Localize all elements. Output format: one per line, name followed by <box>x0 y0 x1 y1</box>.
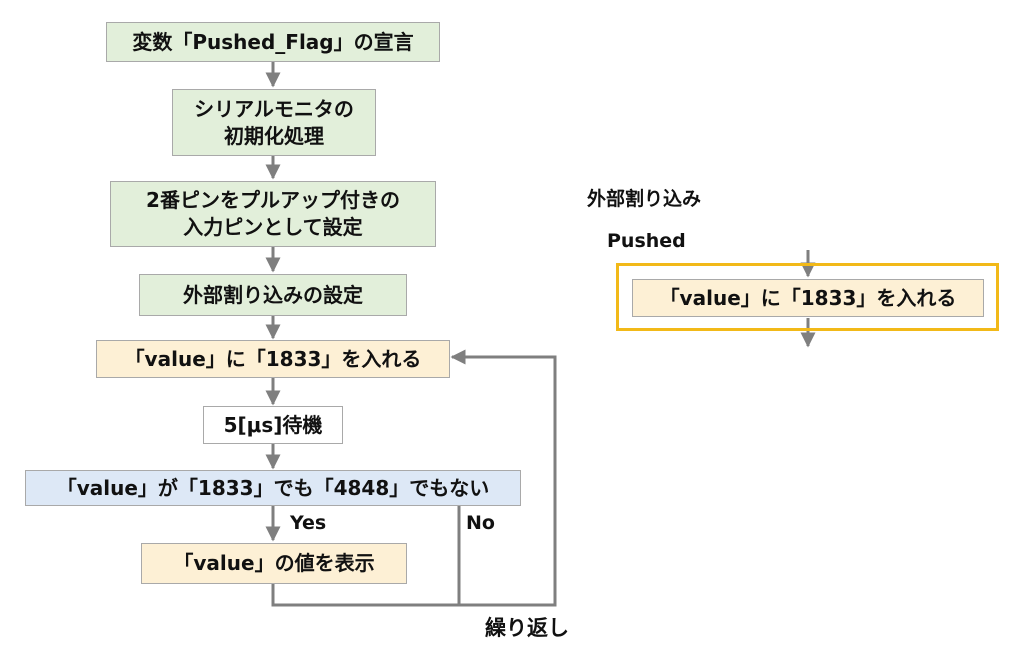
step-wait: 5[μs]待機 <box>203 406 343 444</box>
interrupt-title: 外部割り込み <box>587 188 702 210</box>
interrupt-highlight-frame <box>616 263 999 331</box>
interrupt-trigger-label: Pushed <box>607 230 686 252</box>
step-pin-setup: 2番ピンをプルアップ付きの 入力ピンとして設定 <box>110 181 436 247</box>
step-assign-value: 「value」に「1833」を入れる <box>96 340 450 378</box>
step-display-value: 「value」の値を表示 <box>141 543 407 584</box>
branch-yes-label: Yes <box>290 512 327 534</box>
step-serial-init: シリアルモニタの 初期化処理 <box>172 89 376 156</box>
condition-value-check: 「value」が「1833」でも「4848」でもない <box>25 470 521 506</box>
step-variable-declaration: 変数「Pushed_Flag」の宣言 <box>106 22 440 62</box>
loop-label: 繰り返し <box>485 616 569 640</box>
step-pin-setup-text: 2番ピンをプルアップ付きの 入力ピンとして設定 <box>146 188 400 239</box>
interrupt-assign-value: 「value」に「1833」を入れる <box>632 279 984 317</box>
step-serial-init-text: シリアルモニタの 初期化処理 <box>194 96 354 148</box>
branch-no-label: No <box>466 512 495 534</box>
loop-return-line <box>271 349 557 607</box>
step-interrupt-setup: 外部割り込みの設定 <box>139 274 407 316</box>
